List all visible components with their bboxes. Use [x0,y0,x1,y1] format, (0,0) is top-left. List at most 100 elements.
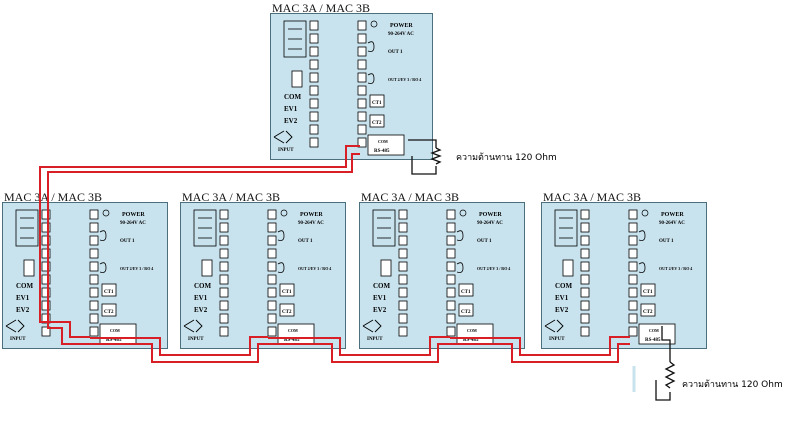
out2-relay-icon [367,73,375,84]
relay-block [283,20,307,58]
terminal-right [628,326,638,337]
terminal-left [41,287,51,298]
terminal-right [89,300,99,311]
com-label: COM [194,282,212,290]
ct1-label: CT1 [104,290,114,295]
terminal-left [580,326,590,337]
terminal-right [89,209,99,220]
terminal-left [219,300,229,311]
controller-panel-3 [359,202,525,349]
terminal-left [398,248,408,259]
rs485-wire-a-2 [90,336,268,356]
ct2-label: CT2 [282,310,292,315]
power-label: POWER [300,212,323,218]
terminal-left [580,248,590,259]
terminal-right [267,326,277,337]
out1-label: OUT 1 [298,239,313,244]
terminator-resistor-bottom [664,361,676,389]
com-port-label: COM [649,328,659,333]
terminal-left [309,46,319,57]
terminal-left [219,287,229,298]
terminal-left [398,313,408,324]
terminal-left [219,235,229,246]
ev1-label: EV1 [16,294,30,302]
terminal-left [398,222,408,233]
input-label: INPUT [549,337,565,342]
terminal-left [398,300,408,311]
terminal-right [267,209,277,220]
out2-label: OUT 2/EV 3 / RO 4 [659,266,692,271]
terminator-label-top: ความต้านทาน 120 Ohm [456,153,557,163]
terminal-left [580,313,590,324]
terminal-left [398,235,408,246]
rs485-box [367,134,405,156]
terminal-left [580,261,590,272]
rs485-wire-a [39,145,360,338]
terminal-right [267,261,277,272]
out2-relay-icon [638,262,646,273]
terminal-left [219,274,229,285]
terminal-left [41,209,51,220]
terminator-resistor-top [430,147,442,165]
ev2-label: EV2 [284,117,298,125]
com-port-label: COM [467,328,477,333]
terminal-right [446,261,456,272]
terminal-right [446,313,456,324]
terminal-left [41,235,51,246]
terminal-right [267,222,277,233]
terminal-right [357,46,367,57]
ct2-box [369,114,385,128]
terminal-right [628,235,638,246]
terminal-left [309,137,319,148]
terminal-right [89,287,99,298]
ct2-box [101,303,117,317]
terminal-left [219,209,229,220]
terminal-left [309,59,319,70]
rs485-label: RS-485 [463,338,479,343]
terminal-right [357,98,367,109]
ev2-label: EV2 [373,306,387,314]
terminal-right [446,209,456,220]
relay-block [372,209,396,247]
ct1-label: CT1 [461,290,471,295]
signal-box [562,259,574,277]
rs485-label: RS-485 [284,338,300,343]
terminal-left [398,326,408,337]
terminal-right [89,222,99,233]
power-label: POWER [479,212,502,218]
warning-icon [641,209,649,217]
terminal-right [357,72,367,83]
power-spec-label: 90-264V AC [120,221,146,226]
terminal-left [309,111,319,122]
terminal-left [219,313,229,324]
terminal-left [41,261,51,272]
terminal-right [89,248,99,259]
ct2-box [458,303,474,317]
terminal-left [309,72,319,83]
ev1-label: EV1 [555,294,569,302]
terminal-right [446,300,456,311]
out2-relay-icon [456,262,464,273]
terminal-right [357,59,367,70]
terminal-right [357,111,367,122]
power-spec-label: 90-264V AC [298,221,324,226]
relay-block [554,209,578,247]
power-spec-label: 90-264V AC [659,221,685,226]
terminal-left [41,222,51,233]
terminal-right [89,274,99,285]
signal-box [291,70,303,88]
out1-relay-icon [638,230,646,241]
terminal-left [219,261,229,272]
input-sensor [5,319,25,333]
terminal-right [357,33,367,44]
signal-box [23,259,35,277]
out2-relay-icon [99,262,107,273]
ev1-label: EV1 [373,294,387,302]
terminal-right [267,300,277,311]
terminal-left [219,248,229,259]
